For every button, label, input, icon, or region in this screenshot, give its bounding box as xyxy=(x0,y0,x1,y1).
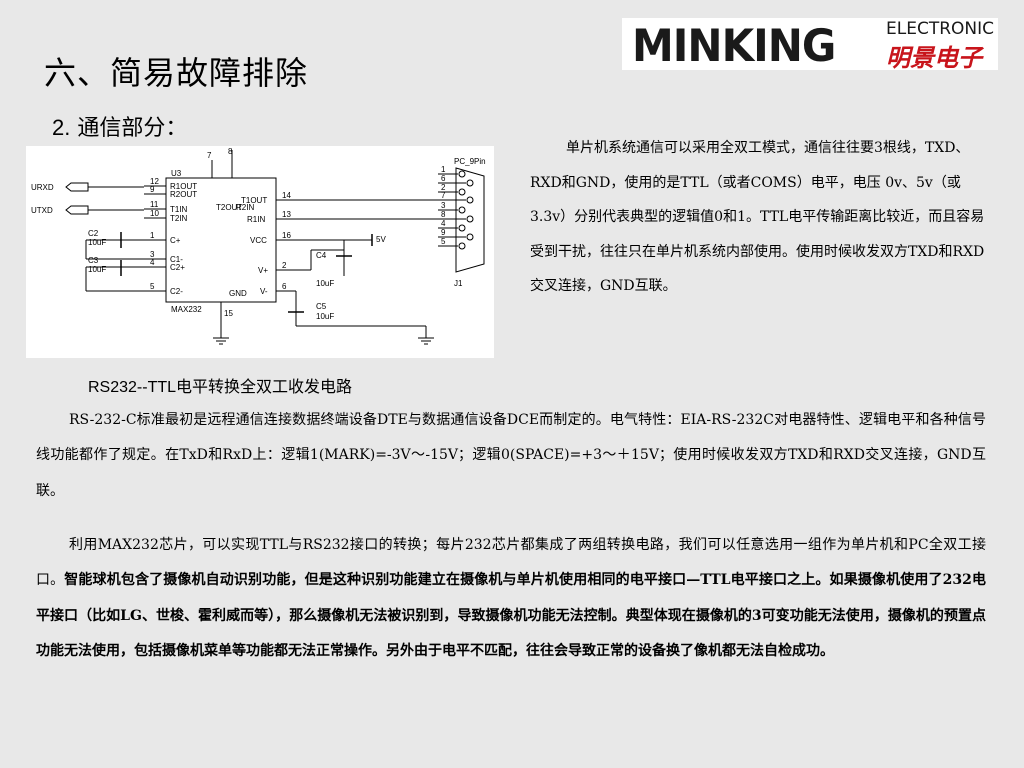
section-subtitle: 2. 通信部分： xyxy=(52,110,187,142)
connector-name-label: PC_9Pin xyxy=(454,157,486,166)
svg-text:6: 6 xyxy=(441,174,446,183)
svg-text:R1IN: R1IN xyxy=(247,215,265,224)
svg-text:V-: V- xyxy=(260,287,268,296)
connector-pin-numbers: 1 6 2 7 3 8 4 9 5 xyxy=(441,165,446,246)
svg-text:4: 4 xyxy=(150,258,155,267)
svg-text:14: 14 xyxy=(282,191,291,200)
svg-text:R2IN: R2IN xyxy=(236,203,254,212)
body-paragraph-2: 利用MAX232芯片，可以实现TTL与RS232接口的转换；每片232芯片都集成… xyxy=(36,528,986,669)
svg-text:9: 9 xyxy=(150,185,155,194)
side-paragraph: 单片机系统通信可以采用全双工模式，通信往往要3根线，TXD、RXD和GND，使用… xyxy=(530,140,985,294)
svg-text:10uF: 10uF xyxy=(88,265,106,274)
connector-ref-label: J1 xyxy=(454,279,463,288)
chip-ref-label: U3 xyxy=(171,169,182,178)
paragraph-2-normal: 利用MAX232芯片，可以实现TTL与RS232接口的转换；每片232芯片都集成… xyxy=(36,537,986,589)
net-rxd-label: URXD xyxy=(31,183,54,192)
svg-text:C5: C5 xyxy=(316,302,327,311)
svg-text:11: 11 xyxy=(150,200,159,209)
svg-text:5: 5 xyxy=(441,237,446,246)
svg-text:10uF: 10uF xyxy=(316,312,334,321)
logo-chinese-text: 明景电子 xyxy=(886,44,982,72)
schematic-caption: RS232--TTL电平转换全双工收发电路 xyxy=(88,373,352,397)
svg-text:10: 10 xyxy=(150,209,159,218)
svg-text:GND: GND xyxy=(229,289,247,298)
svg-text:10uF: 10uF xyxy=(316,279,334,288)
svg-text:6: 6 xyxy=(282,282,287,291)
svg-text:7: 7 xyxy=(207,151,212,160)
svg-text:R1OUT: R1OUT xyxy=(170,182,197,191)
caption-cn: 电平转换全双工收发电路 xyxy=(176,377,353,396)
svg-text:12: 12 xyxy=(150,177,159,186)
svg-text:2: 2 xyxy=(282,261,287,270)
svg-text:T2IN: T2IN xyxy=(170,214,188,223)
svg-text:3: 3 xyxy=(441,201,446,210)
logo-electronic-text: ELECTRONIC xyxy=(886,19,995,39)
svg-text:C3: C3 xyxy=(88,256,99,265)
svg-text:T2OUT: T2OUT xyxy=(216,203,242,212)
chip-model-label: MAX232 xyxy=(171,305,202,314)
subtitle-text: 通信部分： xyxy=(70,116,188,141)
db9-connector-shell xyxy=(455,167,485,273)
power-label: 5V xyxy=(376,235,386,244)
subtitle-number: 2. xyxy=(52,115,71,140)
svg-text:7: 7 xyxy=(441,191,446,200)
net-txd-label: UTXD xyxy=(31,206,53,215)
svg-text:R2OUT: R2OUT xyxy=(170,190,197,199)
svg-text:C2-: C2- xyxy=(170,287,183,296)
svg-text:3: 3 xyxy=(150,250,155,259)
page-title: 六、简易故障排除 xyxy=(44,54,309,92)
svg-text:C+: C+ xyxy=(170,236,181,245)
svg-text:13: 13 xyxy=(282,210,291,219)
svg-text:9: 9 xyxy=(441,228,446,237)
paragraph-2-bold: 智能球机包含了摄像机自动识别功能，但是这种识别功能建立在摄像机与单片机使用相同的… xyxy=(36,572,987,659)
svg-text:C2+: C2+ xyxy=(170,263,185,272)
svg-text:T1OUT: T1OUT xyxy=(241,196,267,205)
svg-text:15: 15 xyxy=(224,309,233,318)
company-logo: MINKING ELECTRONIC 明景电子 xyxy=(622,18,998,72)
svg-text:VCC: VCC xyxy=(250,236,267,245)
svg-text:V+: V+ xyxy=(258,266,268,275)
svg-text:1: 1 xyxy=(441,165,446,174)
caption-latin: RS232--TTL xyxy=(88,379,177,396)
svg-text:10uF: 10uF xyxy=(88,238,106,247)
svg-text:T1IN: T1IN xyxy=(170,205,188,214)
svg-text:1: 1 xyxy=(150,231,155,240)
svg-text:8: 8 xyxy=(228,147,233,156)
logo-brand-text: MINKING xyxy=(632,20,836,72)
svg-text:5: 5 xyxy=(150,282,155,291)
svg-text:16: 16 xyxy=(282,231,291,240)
svg-text:C4: C4 xyxy=(316,251,327,260)
svg-text:C1-: C1- xyxy=(170,255,183,264)
svg-text:2: 2 xyxy=(441,183,446,192)
svg-text:4: 4 xyxy=(441,219,446,228)
schematic-svg: U3 MAX232 URXD UTXD PC_9Pin J1 5V 12R1OU… xyxy=(31,147,486,345)
body-paragraph-1: RS-232-C标准最初是远程通信连接数据终端设备DTE与数据通信设备DCE而制… xyxy=(36,412,986,499)
svg-text:C2: C2 xyxy=(88,229,99,238)
svg-text:8: 8 xyxy=(441,210,446,219)
